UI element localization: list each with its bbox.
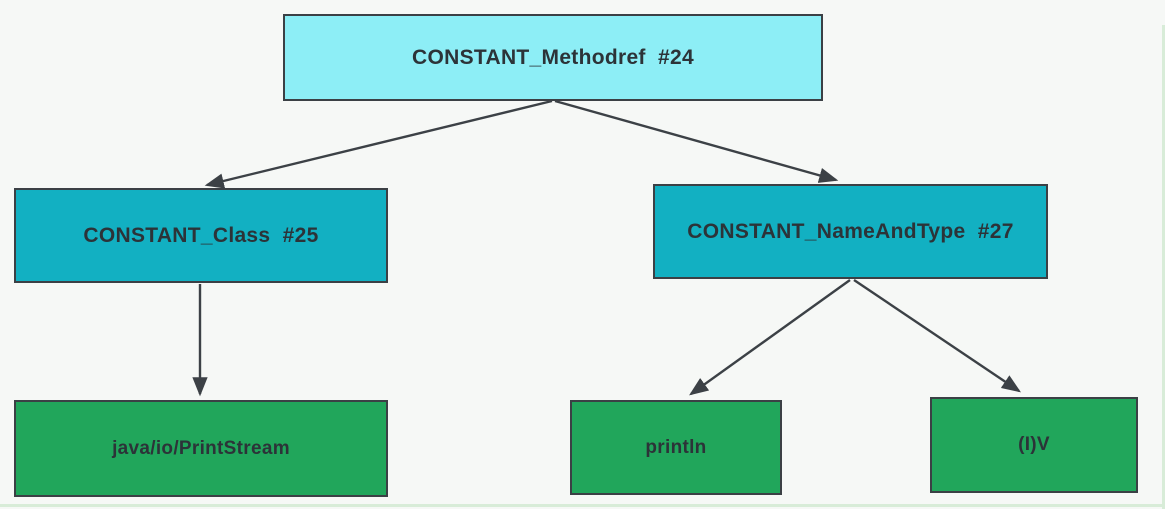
node-constant-methodref: CONSTANT_Methodref #24 bbox=[283, 14, 823, 101]
edge-methodref-to-class bbox=[204, 99, 553, 189]
edge-nameandtype-to-println bbox=[689, 279, 851, 396]
frame-edge-artifact-right bbox=[1162, 25, 1165, 509]
node-constant-class: CONSTANT_Class #25 bbox=[14, 188, 388, 283]
node-constant-class-label: CONSTANT_Class #25 bbox=[83, 223, 319, 247]
node-constant-nameandtype: CONSTANT_NameAndType #27 bbox=[653, 184, 1048, 279]
node-constant-nameandtype-label: CONSTANT_NameAndType #27 bbox=[687, 219, 1014, 243]
node-printstream-label: java/io/PrintStream bbox=[112, 437, 290, 459]
node-constant-methodref-label: CONSTANT_Methodref #24 bbox=[412, 45, 694, 69]
edge-methodref-to-nameandtype bbox=[554, 99, 839, 183]
node-method-descriptor-label: (I)V bbox=[1018, 434, 1050, 455]
node-printstream: java/io/PrintStream bbox=[14, 400, 388, 497]
edge-nameandtype-to-iv bbox=[853, 279, 1021, 393]
node-println-label: println bbox=[645, 436, 707, 458]
node-println: println bbox=[570, 400, 782, 495]
frame-edge-artifact-bottom bbox=[0, 504, 1165, 507]
node-method-descriptor: (I)V bbox=[930, 397, 1138, 493]
